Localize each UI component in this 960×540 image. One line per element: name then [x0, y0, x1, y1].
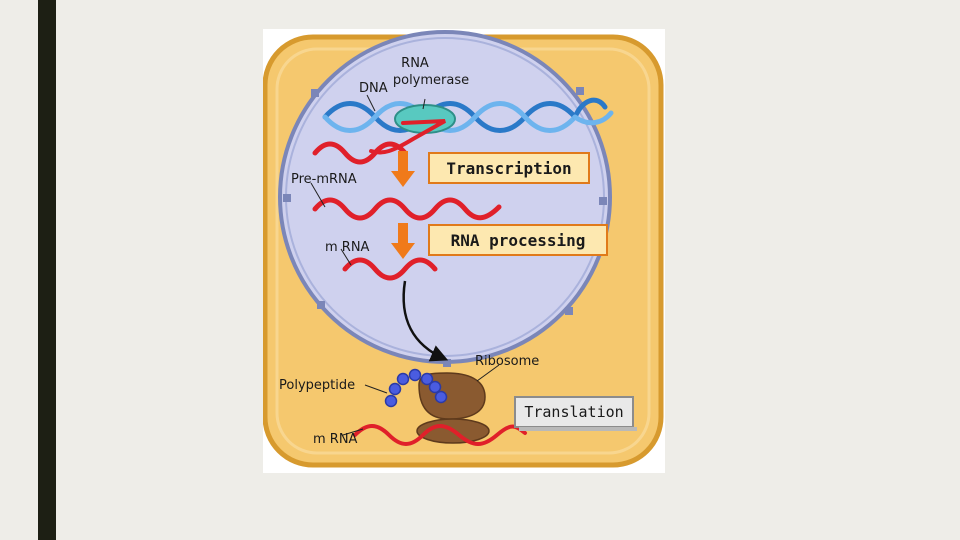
- translation-box-shadow: [519, 427, 637, 431]
- rna-polymerase: [394, 104, 456, 134]
- pre-mrna-label: Pre-mRNA: [291, 172, 357, 187]
- polypeptide-label: Polypeptide: [279, 378, 355, 393]
- rna-processing-label: RNA processing: [451, 231, 586, 250]
- mrna-strand-cytoplasm: [353, 424, 527, 446]
- mrna-cytoplasm-label: m RNA: [313, 432, 358, 447]
- nuclear-pores: [283, 87, 607, 367]
- translation-label: Translation: [524, 403, 623, 421]
- slide-accent-bar: [38, 0, 56, 540]
- ribosome-label: Ribosome: [475, 354, 539, 369]
- rna-processing-box: [428, 224, 608, 256]
- mrna-nucleus-label: m RNA: [325, 240, 370, 255]
- rna-polymerase-label-line2: polymerase: [393, 73, 469, 88]
- mrna-strand-nucleus: [342, 257, 438, 281]
- pre-mrna-strand-1: [312, 141, 408, 165]
- transcription-label: Transcription: [446, 159, 571, 178]
- polypeptide-chain: [384, 368, 448, 408]
- dna-label: DNA: [359, 81, 388, 96]
- gene-expression-diagram: Transcription RNA processing Translation: [263, 29, 665, 473]
- transcription-arrow: [391, 151, 415, 187]
- leader-lines: [310, 94, 500, 436]
- export-arrow: [402, 280, 449, 362]
- pre-mrna-strand-2: [312, 197, 502, 221]
- processing-arrow: [391, 223, 415, 259]
- dna-helix: [322, 97, 614, 133]
- rna-polymerase-label-line1: RNA: [401, 56, 429, 71]
- transcription-box: [428, 152, 590, 184]
